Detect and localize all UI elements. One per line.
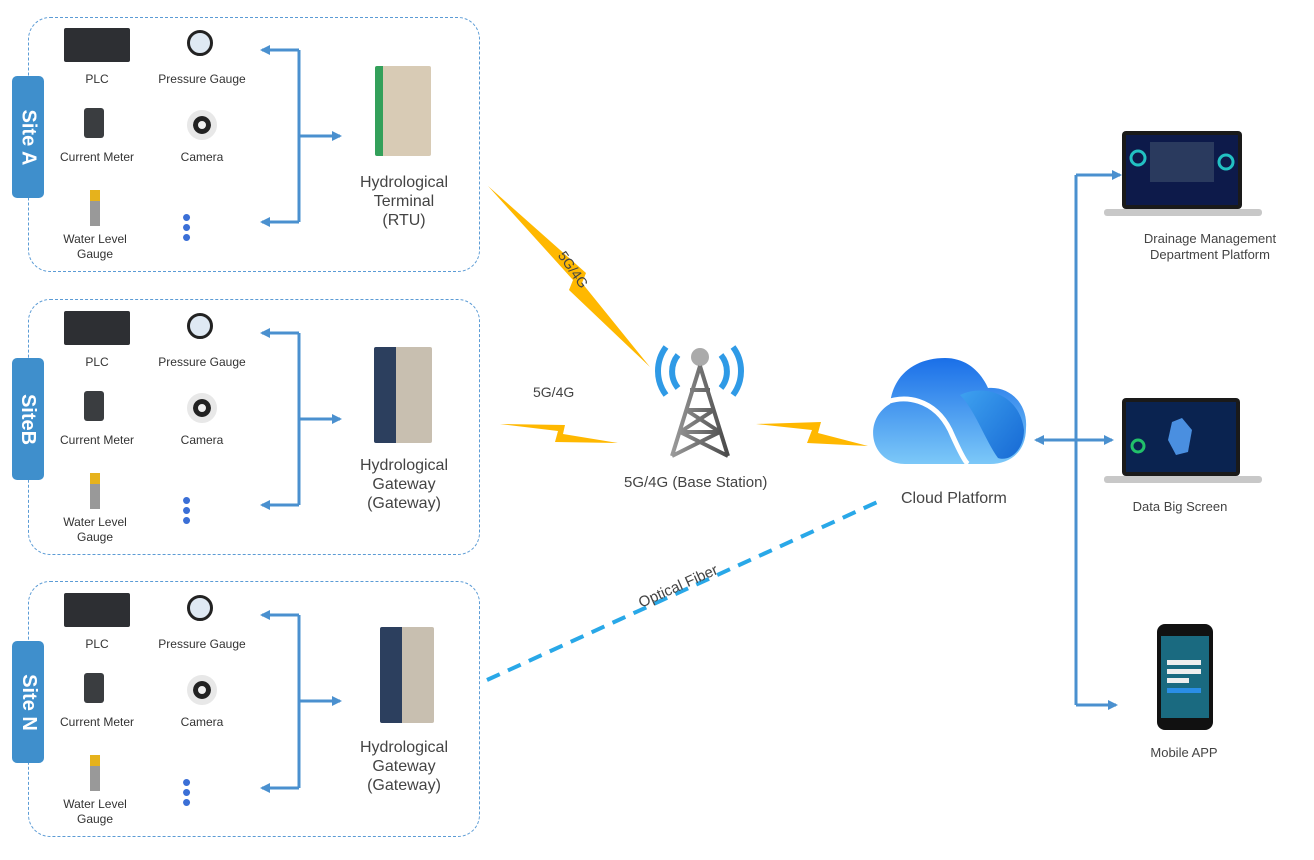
- site-b-tab[interactable]: SiteB: [12, 358, 44, 480]
- more-devices-icon: • • •: [182, 767, 196, 817]
- device-label: PLC: [85, 637, 109, 651]
- client-drainage-platform-label: Drainage Management Department Platform: [1143, 231, 1277, 262]
- site-b-bracket: [260, 328, 342, 510]
- site-a-bracket: [260, 45, 342, 227]
- mobile-app-phone-icon: [1157, 624, 1213, 730]
- device-label: Water Level Gauge: [63, 515, 127, 544]
- device-label: PLC: [85, 72, 109, 86]
- device-label: Camera: [180, 150, 224, 164]
- more-devices-icon: • • •: [182, 485, 196, 535]
- client-mobile-app-label: Mobile APP: [1150, 745, 1218, 760]
- drainage-platform-laptop-icon: [1104, 131, 1262, 216]
- device-label: Water Level Gauge: [63, 232, 127, 261]
- device-label: Pressure Gauge: [158, 355, 246, 369]
- camera-icon: [187, 393, 217, 423]
- distribution-bracket: [1034, 170, 1122, 710]
- device-label: Camera: [180, 433, 224, 447]
- gateway-device-icon: [380, 627, 434, 723]
- plc-icon: [64, 28, 130, 62]
- wireless-link-site-a-bolt: [488, 186, 650, 367]
- hub-label: Hydrological Gateway (Gateway): [359, 457, 449, 512]
- pressure-gauge-icon: [187, 595, 213, 621]
- current-meter-icon: [84, 108, 104, 138]
- cloud-platform-label: Cloud Platform: [901, 490, 1007, 507]
- gateway-device-icon: [374, 347, 432, 443]
- device-label: PLC: [85, 355, 109, 369]
- pressure-gauge-icon: [187, 30, 213, 56]
- camera-icon: [187, 110, 217, 140]
- device-label: Current Meter: [59, 433, 135, 447]
- current-meter-icon: [84, 391, 104, 421]
- device-label: Pressure Gauge: [158, 72, 246, 86]
- more-devices-icon: • • •: [182, 202, 196, 252]
- site-n-tab[interactable]: Site N: [12, 641, 44, 763]
- water-level-gauge-icon: [90, 473, 100, 509]
- water-level-gauge-icon: [90, 755, 100, 791]
- base-station-label: 5G/4G (Base Station): [624, 474, 768, 491]
- device-label: Current Meter: [59, 150, 135, 164]
- device-label: Camera: [180, 715, 224, 729]
- wireless-link-site-b-bolt: [500, 424, 618, 443]
- site-a-tab[interactable]: Site A: [12, 76, 44, 198]
- client-data-big-screen-label: Data Big Screen: [1132, 499, 1228, 514]
- water-level-gauge-icon: [90, 190, 100, 226]
- base-station-icon: [655, 345, 744, 458]
- pressure-gauge-icon: [187, 313, 213, 339]
- hub-label: Hydrological Terminal (RTU): [359, 174, 449, 229]
- plc-icon: [64, 593, 130, 627]
- plc-icon: [64, 311, 130, 345]
- optical-fiber-link: [486, 497, 885, 682]
- hub-label: Hydrological Gateway (Gateway): [359, 739, 449, 794]
- device-label: Water Level Gauge: [63, 797, 127, 826]
- site-n-bracket: [260, 610, 342, 793]
- link-label-site-b: 5G/4G: [533, 384, 575, 400]
- cloud-icon: [873, 358, 1027, 467]
- device-label: Pressure Gauge: [158, 637, 246, 651]
- camera-icon: [187, 675, 217, 705]
- current-meter-icon: [84, 673, 104, 703]
- data-big-screen-laptop-icon: [1104, 398, 1262, 483]
- rtu-device-icon: [375, 66, 431, 156]
- wireless-link-station-cloud-bolt: [756, 422, 868, 446]
- device-label: Current Meter: [59, 715, 135, 729]
